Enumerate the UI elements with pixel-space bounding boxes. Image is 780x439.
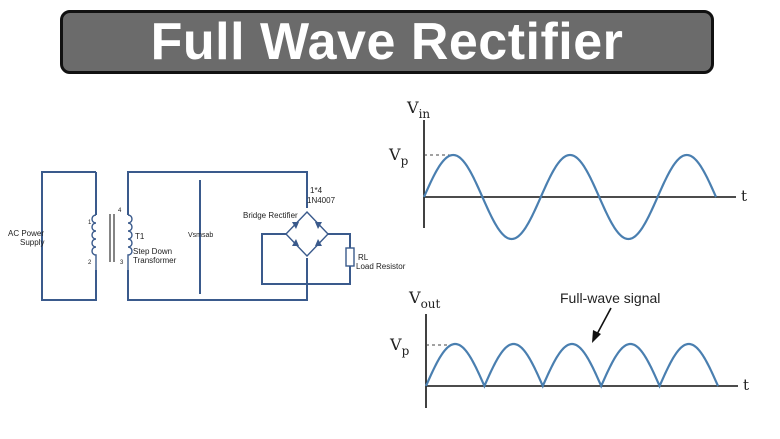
output-y-label-sub: out xyxy=(421,297,441,311)
secondary-voltage-label: Vsmsab xyxy=(188,232,213,239)
transformer-desc-line1: Step Down xyxy=(133,247,172,256)
output-y-label-main: V xyxy=(408,288,421,307)
diode-3 xyxy=(292,239,299,246)
output-annotation: Full-wave signal xyxy=(560,290,660,306)
source-label-line2: Supply xyxy=(20,238,44,247)
output-peak-label-sub: p xyxy=(402,344,410,358)
source-label-line1: AC Power xyxy=(8,229,44,238)
input-y-label-sub: in xyxy=(419,107,431,121)
output-wire xyxy=(261,233,351,285)
input-y-label: Vin xyxy=(406,98,430,121)
load-desc: Load Resistor xyxy=(356,262,406,271)
load-resistor xyxy=(345,247,355,267)
input-sine-wave xyxy=(422,153,718,241)
output-rectified-wave xyxy=(424,342,720,389)
secondary-wire xyxy=(127,171,308,301)
source-wire xyxy=(41,171,97,301)
transformer-desc-line2: Transformer xyxy=(133,256,177,265)
load-name: RL xyxy=(358,253,369,262)
transformer-name: T1 xyxy=(135,232,145,241)
output-waveform-graph: Vout Vp t Full-wave signal xyxy=(389,288,749,408)
bridge-diamond xyxy=(285,210,329,258)
input-y-label-main: V xyxy=(406,98,419,117)
input-peak-label-sub: p xyxy=(401,154,409,168)
output-x-label: t xyxy=(743,376,749,394)
annotation-arrow-head xyxy=(592,330,601,343)
bridge-diodes xyxy=(292,222,322,246)
output-y-label: Vout xyxy=(408,288,441,311)
page-title: Full Wave Rectifier xyxy=(150,13,624,71)
diode-1 xyxy=(292,222,299,229)
input-peak-label-main: V xyxy=(388,145,401,164)
pin-2-label: 2 xyxy=(88,260,92,266)
output-peak-label: Vp xyxy=(389,335,410,358)
pin-3-label: 3 xyxy=(120,260,124,266)
bridge-part-line1: 1*4 xyxy=(310,186,323,195)
input-waveform-graph: Vin Vp t xyxy=(388,98,747,241)
input-peak-label: Vp xyxy=(388,145,409,168)
pin-4-label: 4 xyxy=(118,208,122,214)
bridge-part-line2: 1N4007 xyxy=(307,196,336,205)
annotation-arrow-shaft xyxy=(595,307,612,337)
primary-coil xyxy=(91,214,97,270)
circuit-schematic xyxy=(41,171,355,301)
diode-2 xyxy=(315,222,322,229)
bridge-label: Bridge Rectifier xyxy=(243,211,298,220)
pin-1-label: 1 xyxy=(88,220,92,226)
input-x-label: t xyxy=(741,187,747,205)
title-banner: Full Wave Rectifier xyxy=(60,10,714,74)
secondary-coil xyxy=(127,214,133,270)
circuit-labels: AC Power Supply T1 Step Down Transformer… xyxy=(8,186,406,271)
diode-4 xyxy=(315,239,322,246)
output-peak-label-main: V xyxy=(389,335,402,354)
